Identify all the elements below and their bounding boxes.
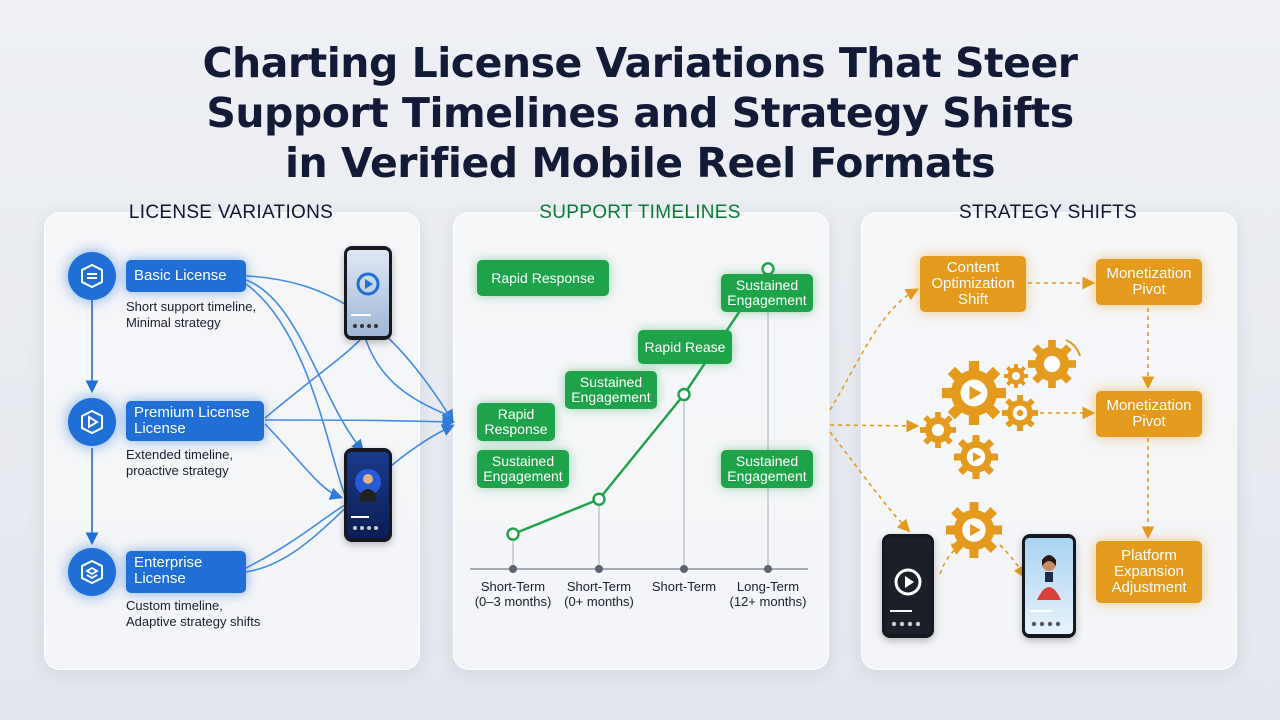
- basic-license-label: Basic License: [134, 267, 227, 284]
- basic-desc-line2: Minimal strategy: [126, 315, 221, 330]
- chart-dropdown-lines: [512, 268, 769, 569]
- enterprise-desc-line1: Custom timeline,: [126, 598, 223, 613]
- chart-x-label-line2: (0+ months): [564, 594, 634, 609]
- monetization-mid-label: Monetization Pivot: [1106, 397, 1192, 430]
- premium-license-icon: [68, 398, 116, 446]
- chart-x-label-line1: Short-Term: [480, 579, 546, 594]
- replay-dark-icon: [890, 568, 922, 627]
- premium-desc-line1: Extended timeline,: [126, 447, 233, 462]
- license-variations-heading: LICENSE VARIATIONS: [128, 202, 334, 223]
- chart-x-label: Short-Term(0–3 months): [458, 579, 568, 609]
- rapid-rease-box[interactable]: Rapid Rease: [638, 330, 732, 364]
- chart-point: [677, 387, 691, 402]
- title-line-1: Charting License Variations That Steer: [202, 39, 1078, 87]
- platform-expansion-label: Platform Expansion Adjustment: [1111, 547, 1187, 596]
- chart-x-label: Long-Term(12+ months): [713, 579, 823, 609]
- page-title: Charting License Variations That Steer S…: [0, 38, 1280, 188]
- chart-x-label: Short-Term(0+ months): [544, 579, 654, 609]
- chart-axis-dots: [509, 565, 772, 573]
- chart-x-label-line1: Long-Term: [736, 579, 800, 594]
- chart-points: [506, 262, 775, 541]
- gear-bottom-play-icon: [946, 502, 1002, 558]
- gear-top-right-icon: [1028, 340, 1076, 388]
- gear-center-play-icon: [954, 435, 998, 479]
- basic-license-box[interactable]: Basic License: [126, 260, 246, 292]
- basic-license-icon: [68, 252, 116, 300]
- basic-desc-line1: Short support timeline,: [126, 299, 257, 314]
- sustained-engagement-mid-box[interactable]: Sustained Engagement: [565, 371, 657, 409]
- monetization-top-label: Monetization Pivot: [1106, 265, 1192, 298]
- chart-axis-dot: [680, 565, 688, 573]
- replay-icon: [351, 272, 380, 328]
- title-line-3: in Verified Mobile Reel Formats: [284, 139, 996, 187]
- chart-x-label-line2: (0–3 months): [474, 594, 552, 609]
- sustained-right-label: Sustained Engagement: [727, 453, 807, 484]
- enterprise-license-icon: [68, 548, 116, 596]
- sustained-engagement-right-box[interactable]: Sustained Engagement: [721, 450, 813, 488]
- gear-small-top-icon: [1004, 364, 1028, 388]
- rapid-rease-label: Rapid Rease: [644, 338, 726, 355]
- sustained-engagement-left-box[interactable]: Sustained Engagement: [477, 450, 569, 488]
- sustained-mid-label: Sustained Engagement: [571, 374, 651, 405]
- content-optimization-label: Content Optimization Shift: [931, 259, 1015, 308]
- person-avatar-icon: [351, 469, 381, 530]
- chart-axis-dot: [509, 565, 517, 573]
- chart-point: [506, 527, 520, 541]
- basic-license-desc: Short support timeline, Minimal strategy: [126, 299, 256, 331]
- gear-large-play-icon: [942, 361, 1006, 425]
- title-line-2: Support Timelines and Strategy Shifts: [206, 89, 1074, 137]
- chart-point: [592, 492, 606, 506]
- enterprise-license-label: Enterprise License: [134, 554, 203, 587]
- rapid-response-top-label: Rapid Response: [491, 269, 595, 286]
- enterprise-license-box[interactable]: Enterprise License: [126, 551, 246, 593]
- rapid-response-left-label: Rapid Response: [484, 406, 548, 437]
- platform-expansion-adjustment-box[interactable]: Platform Expansion Adjustment: [1096, 541, 1202, 603]
- monetization-pivot-top-box[interactable]: Monetization Pivot: [1096, 259, 1202, 305]
- premium-desc-line2: proactive strategy: [126, 463, 229, 478]
- enterprise-license-desc: Custom timeline, Adaptive strategy shift…: [126, 598, 260, 630]
- strategy-shifts-heading: STRATEGY SHIFTS: [959, 202, 1137, 223]
- chart-axis-dot: [595, 565, 603, 573]
- sustained-left-label: Sustained Engagement: [483, 453, 563, 484]
- support-timelines-heading: SUPPORT TIMELINES: [539, 202, 741, 223]
- phone-reel-replay: [344, 246, 392, 340]
- premium-license-box[interactable]: Premium License License: [126, 401, 264, 441]
- chart-axis-dot: [764, 565, 772, 573]
- rapid-response-left-box[interactable]: Rapid Response: [477, 403, 555, 441]
- sustained-top-label: Sustained Engagement: [727, 277, 807, 308]
- phone-strategy-replay: [882, 534, 934, 638]
- sustained-engagement-top-box[interactable]: Sustained Engagement: [721, 274, 813, 312]
- person-reel-icon: [1030, 555, 1061, 627]
- phone-reel-person: [344, 448, 392, 542]
- enterprise-desc-line2: Adaptive strategy shifts: [126, 614, 261, 629]
- rapid-response-top-box[interactable]: Rapid Response: [477, 260, 609, 296]
- gear-left-icon: [920, 412, 956, 448]
- premium-license-label: Premium License License: [134, 404, 250, 437]
- chart-x-label-line1: Short-Term: [651, 579, 717, 594]
- chart-x-label: Short-Term: [629, 579, 739, 594]
- gear-mid-right-icon: [1002, 395, 1038, 431]
- chart-x-label-line2: (12+ months): [729, 594, 807, 609]
- content-optimization-shift-box[interactable]: Content Optimization Shift: [920, 256, 1026, 312]
- phone-strategy-person: [1022, 534, 1076, 638]
- premium-license-desc: Extended timeline, proactive strategy: [126, 447, 233, 479]
- monetization-pivot-mid-box[interactable]: Monetization Pivot: [1096, 391, 1202, 437]
- chart-x-label-line1: Short-Term: [566, 579, 632, 594]
- rotate-arrow-icon: [1065, 339, 1081, 357]
